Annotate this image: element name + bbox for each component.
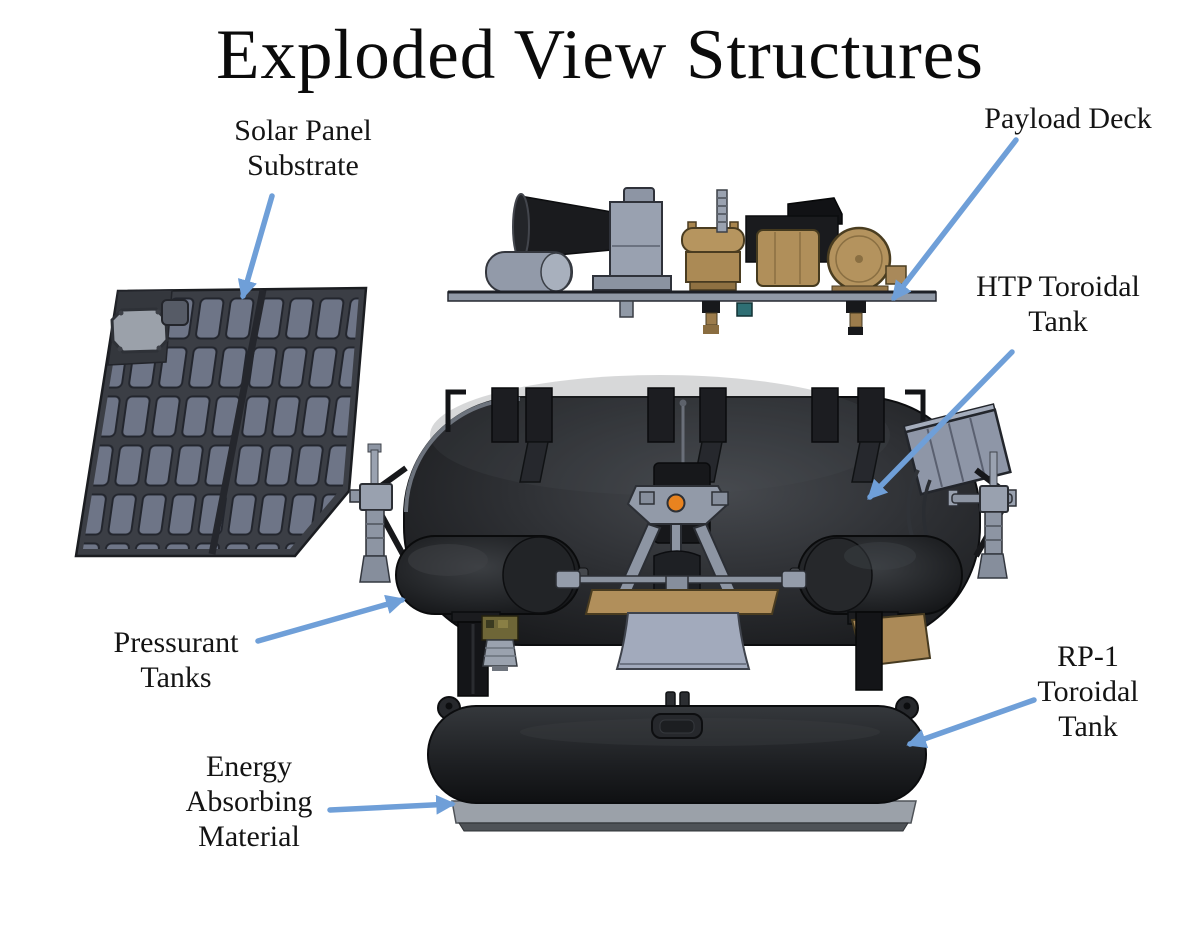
rp1-tank-body: [427, 705, 927, 804]
arrow-energy-absorbing: [327, 794, 456, 815]
arrow-payload-deck: [891, 137, 1019, 302]
label-line: Energy: [205, 750, 293, 783]
label-energy-absorbing-material: Energy Absorbing Material: [186, 750, 313, 854]
energy-absorbing-slab: [451, 800, 917, 824]
instrument-bracket: [609, 201, 663, 283]
engine-nozzle: [615, 612, 751, 670]
label-line: Solar Panel: [234, 114, 372, 147]
label-line: Material: [198, 819, 300, 853]
tan-tank-small: [756, 229, 820, 287]
solar-panel-graphic: [74, 286, 368, 558]
slide-title: Exploded View Structures: [216, 16, 984, 94]
arrow-pressurant-tanks: [255, 594, 406, 644]
engine-mount-plate: [584, 589, 780, 615]
label-line: Tank: [1028, 304, 1088, 338]
label-payload-deck: Payload Deck: [984, 102, 1151, 137]
arrow-htp-tank: [867, 349, 1015, 500]
camera-horn: [519, 195, 613, 259]
label-line: Substrate: [247, 148, 359, 182]
label-rp1-toroidal-tank: RP-1 Toroidal Tank: [1037, 640, 1138, 744]
label-line: HTP Toroidal: [976, 270, 1140, 303]
payload-deck-graphic: [447, 187, 937, 335]
rp1-tank-graphic: [427, 691, 927, 832]
arrow-rp1-tank: [906, 697, 1037, 749]
arrow-solar-panel: [237, 193, 275, 300]
panel-fold-line: [208, 289, 267, 555]
thruster-left: [359, 483, 393, 511]
label-pressurant-tanks: Pressurant Tanks: [114, 626, 239, 696]
label-line: Absorbing: [185, 784, 313, 818]
label-line: RP-1: [1057, 640, 1119, 673]
label-line: Pressurant: [113, 626, 239, 659]
callout-arrows: [237, 137, 1037, 815]
label-line: Tanks: [140, 660, 212, 694]
label-line: Toroidal: [1037, 674, 1139, 708]
pressurant-tanks-graphic: [395, 535, 963, 697]
label-line: Payload Deck: [984, 102, 1152, 135]
label-line: Tank: [1058, 709, 1118, 743]
thruster-right: [979, 485, 1009, 513]
spring-rod: [716, 189, 728, 233]
label-htp-toroidal-tank: HTP Toroidal Tank: [976, 270, 1140, 340]
tan-actuator: [681, 227, 745, 253]
orange-fitting: [666, 493, 686, 513]
label-solar-panel-substrate: Solar Panel Substrate: [234, 114, 371, 184]
